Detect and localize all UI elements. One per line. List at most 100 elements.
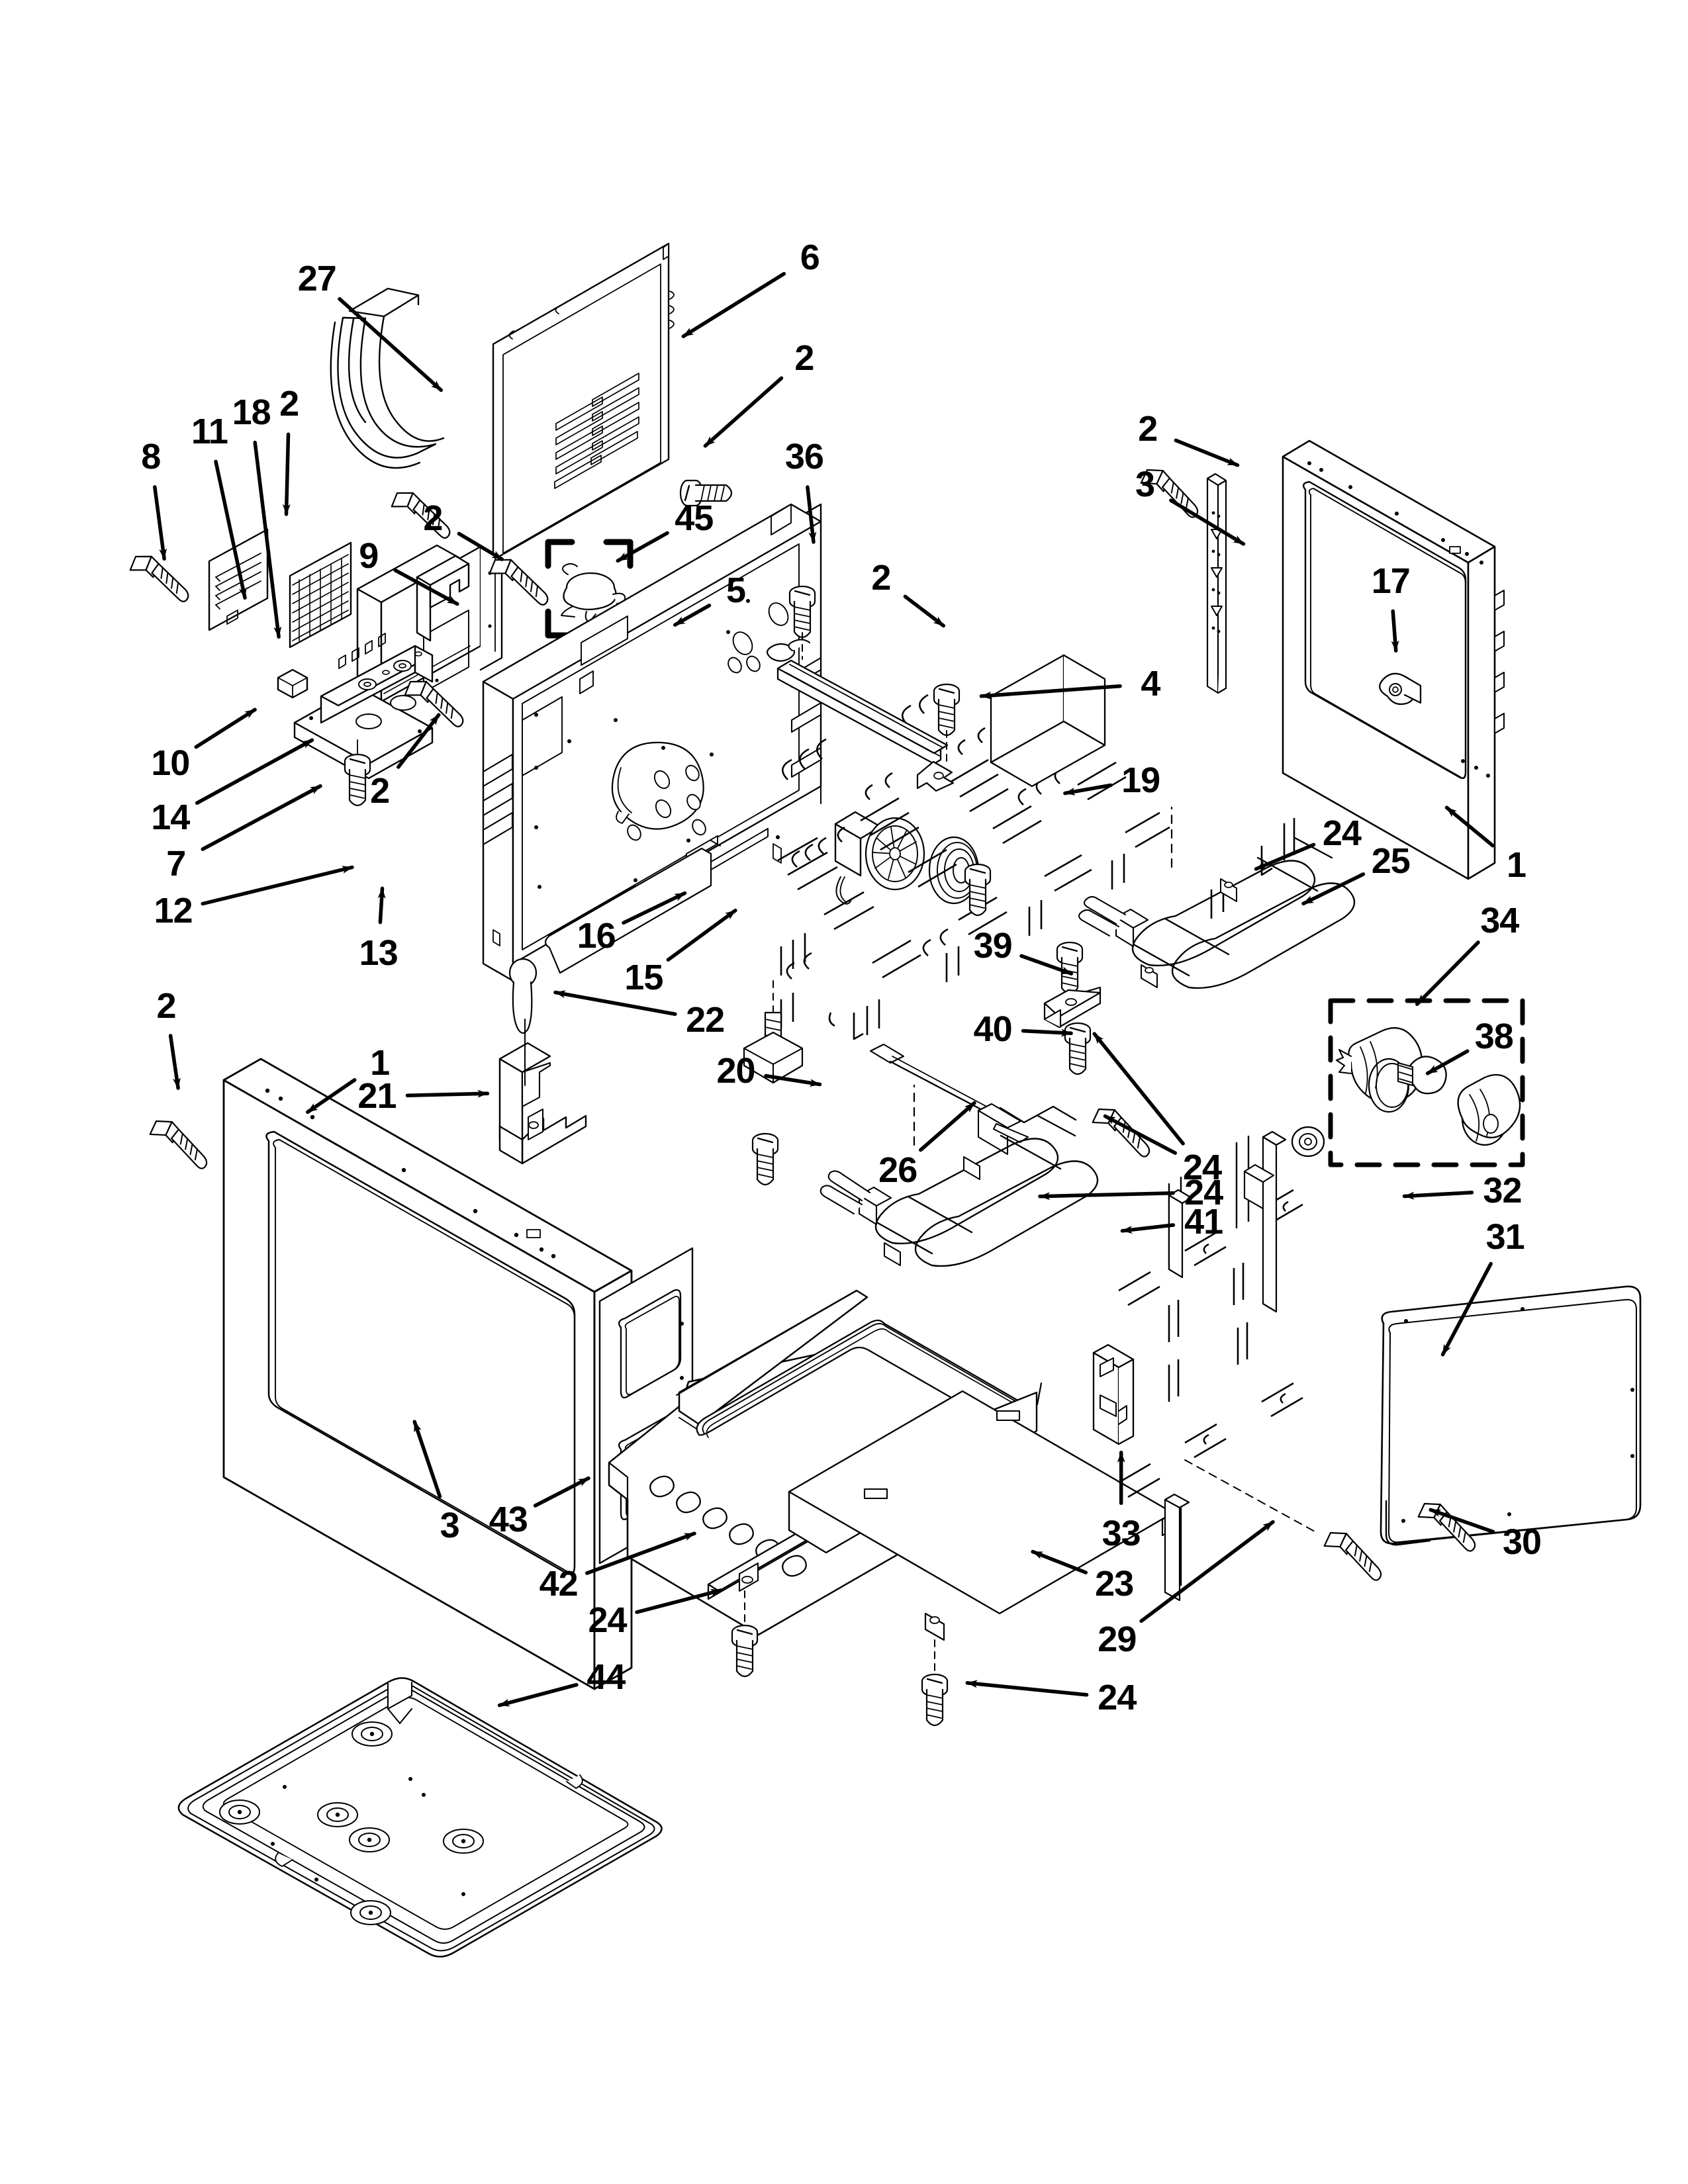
callout-14[interactable]: 14: [151, 797, 190, 838]
callout-41[interactable]: 41: [1184, 1201, 1223, 1242]
leader-line-11: [214, 459, 247, 600]
part-23-bottom-shield: [788, 1390, 1174, 1682]
part-36-screw-brace: [788, 585, 816, 660]
callout-24[interactable]: 24: [1182, 1147, 1222, 1187]
callout-42[interactable]: 42: [539, 1563, 579, 1604]
side-frame-rails: [1164, 1130, 1287, 1602]
callout-21[interactable]: 21: [357, 1076, 397, 1116]
callout-2[interactable]: 2: [156, 985, 176, 1026]
callout-24[interactable]: 24: [1184, 1172, 1223, 1212]
callout-33[interactable]: 33: [1102, 1514, 1141, 1554]
leader-line-43: [533, 1476, 590, 1508]
callout-2[interactable]: 2: [1138, 409, 1158, 449]
callout-25[interactable]: 25: [1371, 841, 1411, 881]
leader-line-2: [903, 594, 946, 628]
callout-11[interactable]: 11: [191, 412, 228, 452]
callout-24[interactable]: 24: [588, 1600, 627, 1640]
leader-line-1: [1444, 805, 1495, 848]
callout-29[interactable]: 29: [1098, 1619, 1137, 1660]
callout-7[interactable]: 7: [166, 843, 186, 884]
callout-2[interactable]: 2: [794, 338, 814, 378]
leader-line-2: [282, 432, 291, 516]
part-34-lamp-housing: [1335, 1027, 1423, 1113]
leader-line-14: [195, 738, 314, 805]
leader-line-5: [673, 604, 712, 627]
callout-24[interactable]: 24: [1182, 1147, 1222, 1187]
part-24-screw-harness: [1088, 1103, 1160, 1159]
part-13-terminal-block: [320, 633, 434, 724]
callout-20[interactable]: 20: [716, 1051, 755, 1091]
callout-40[interactable]: 40: [973, 1009, 1013, 1050]
callout-5[interactable]: 5: [726, 570, 746, 611]
callout-1[interactable]: 1: [370, 1042, 390, 1083]
callout-2[interactable]: 2: [871, 558, 891, 598]
part-21-hinge-bracket: [498, 1019, 587, 1165]
callout-4[interactable]: 4: [1141, 664, 1160, 704]
callout-34[interactable]: 34: [1480, 901, 1519, 941]
leader-line-24: [1092, 1032, 1185, 1146]
part-10-vent-grille: [208, 528, 269, 631]
callout-16[interactable]: 16: [577, 916, 616, 956]
callout-27[interactable]: 27: [297, 258, 337, 298]
leader-line-10: [194, 707, 257, 749]
callout-36[interactable]: 36: [784, 437, 824, 477]
leader-line-39: [1019, 954, 1074, 976]
part-16-fan-motor: [834, 811, 925, 905]
part-15-fan-cover: [928, 836, 980, 905]
leader-line-18: [253, 440, 282, 639]
callout-13[interactable]: 13: [359, 933, 399, 973]
callout-38[interactable]: 38: [1474, 1016, 1514, 1056]
callout-2[interactable]: 2: [370, 771, 390, 811]
callout-22[interactable]: 22: [686, 999, 725, 1040]
callout-15[interactable]: 15: [624, 958, 663, 998]
part-1-oven-door-right: [1282, 439, 1505, 880]
callout-3[interactable]: 3: [1135, 465, 1155, 505]
callout-10[interactable]: 10: [151, 743, 190, 784]
callout-24[interactable]: 24: [1322, 813, 1362, 853]
part-34-lamp-group-box: [1328, 998, 1525, 1167]
leader-line-1: [306, 1078, 357, 1115]
part-20-leveling-leg: [743, 980, 804, 1084]
callout-1[interactable]: 1: [1507, 844, 1526, 885]
leader-line-9: [393, 568, 459, 606]
leader-line-13: [377, 886, 386, 925]
leader-line-2: [397, 713, 441, 769]
leader-line-24: [965, 1680, 1089, 1697]
callout-23[interactable]: 23: [1095, 1563, 1134, 1604]
callout-43[interactable]: 43: [489, 1500, 528, 1540]
leader-line-24: [1038, 1191, 1175, 1201]
leader-line-23: [1031, 1549, 1088, 1574]
leader-line-29: [1139, 1520, 1275, 1623]
callout-2[interactable]: 2: [423, 498, 443, 538]
callout-32[interactable]: 32: [1483, 1171, 1522, 1211]
callout-24[interactable]: 24: [1098, 1678, 1137, 1718]
leader-line-38: [1425, 1049, 1470, 1075]
leader-line-4: [979, 684, 1122, 700]
callout-3[interactable]: 3: [440, 1505, 460, 1545]
callout-17[interactable]: 17: [1371, 561, 1411, 601]
leader-line-44: [497, 1682, 579, 1707]
leader-line-34: [1415, 940, 1480, 1007]
callout-18[interactable]: 18: [232, 392, 271, 432]
callout-26[interactable]: 26: [878, 1150, 917, 1190]
callout-45[interactable]: 45: [675, 498, 714, 538]
part-41-bake-element: [820, 1084, 1099, 1267]
part-24-screw-cooktop: [731, 1624, 759, 1678]
callout-12[interactable]: 12: [154, 891, 193, 931]
callout-2[interactable]: 2: [279, 384, 299, 424]
leader-line-40: [1021, 1028, 1073, 1037]
part-32-grommet: [1291, 1126, 1325, 1158]
leader-line-19: [1063, 783, 1113, 796]
callout-30[interactable]: 30: [1502, 1522, 1542, 1562]
callout-6[interactable]: 6: [800, 238, 820, 278]
callout-44[interactable]: 44: [586, 1657, 626, 1697]
leader-line-8: [153, 485, 167, 561]
callout-39[interactable]: 39: [973, 926, 1013, 966]
callout-9[interactable]: 9: [359, 535, 379, 576]
callout-19[interactable]: 19: [1121, 760, 1160, 800]
callout-31[interactable]: 31: [1485, 1216, 1525, 1257]
leader-line-2: [1174, 438, 1240, 467]
part-17-hinge-receiver: [1379, 672, 1422, 705]
callout-8[interactable]: 8: [141, 437, 161, 477]
leader-line-3: [412, 1420, 442, 1498]
